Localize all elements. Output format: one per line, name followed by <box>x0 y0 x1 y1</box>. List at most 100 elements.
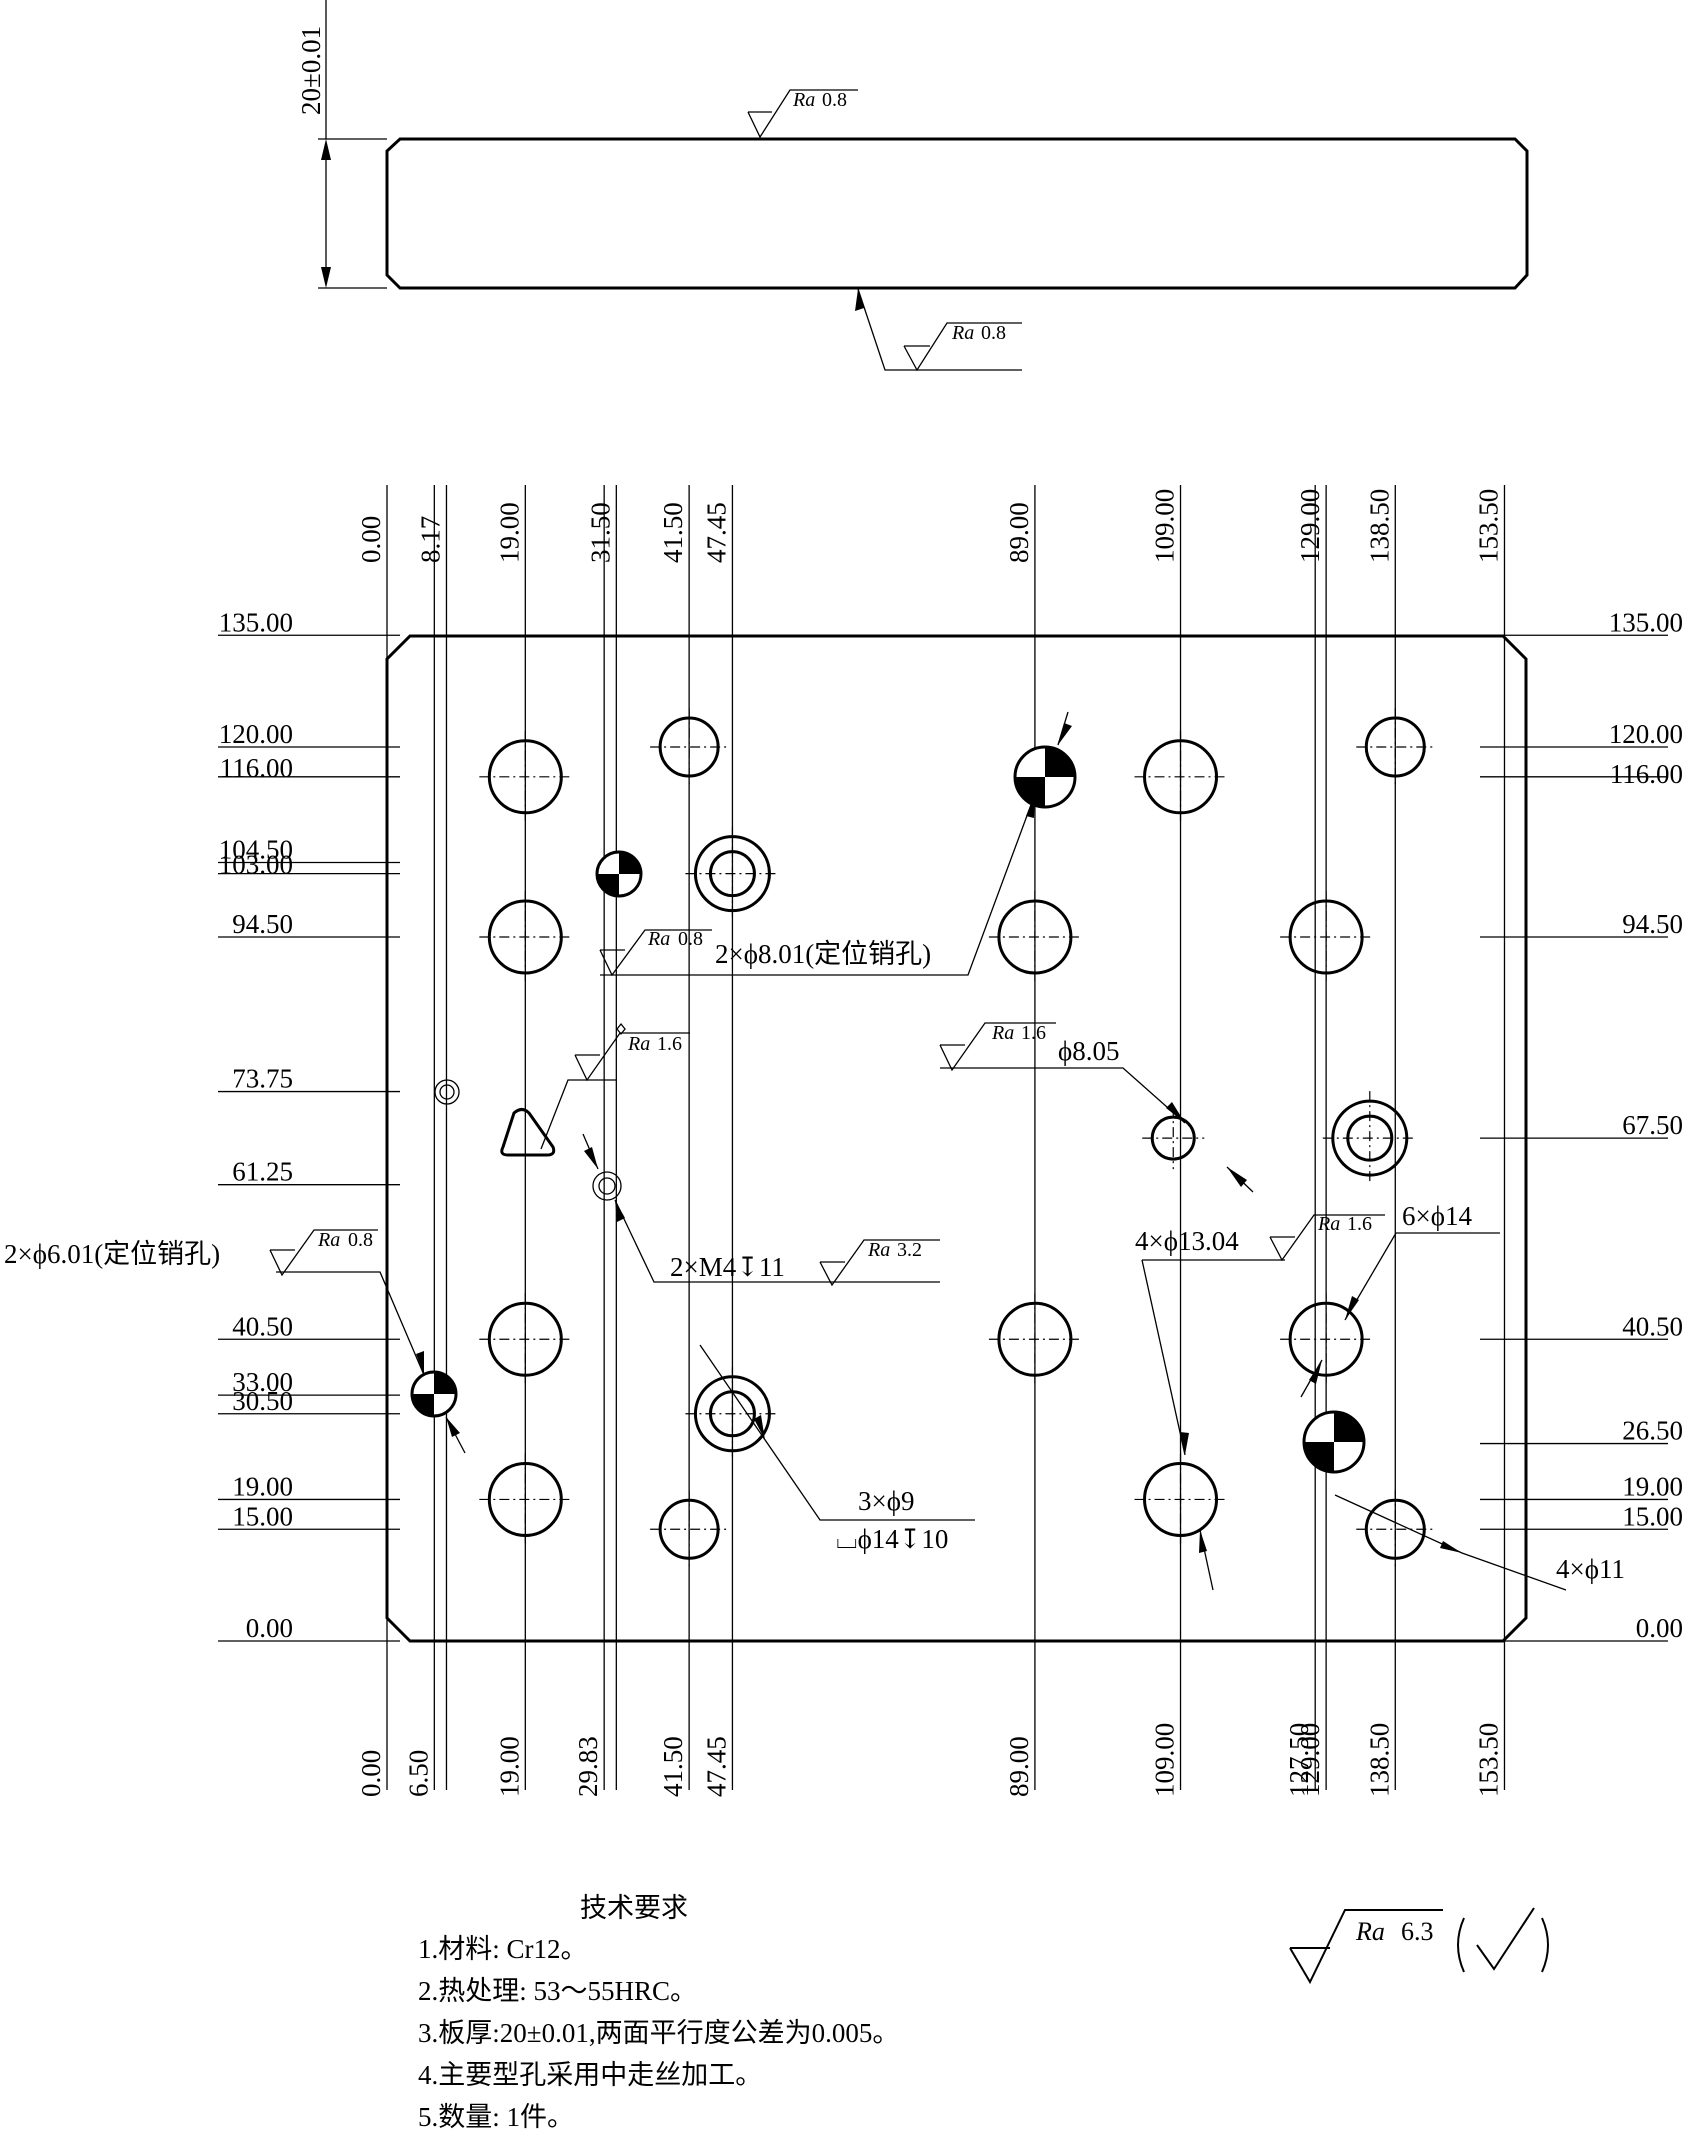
x-coordinate-label: 129.00 <box>1295 489 1325 563</box>
ra-pin8: Ra 0.8 <box>599 928 712 977</box>
hole <box>1280 890 1373 983</box>
x-coordinate-label: 6.50 <box>403 1750 433 1797</box>
y-extension-lines <box>218 634 1668 1642</box>
x-extension-lines <box>386 485 1506 1790</box>
svg-text:1.6: 1.6 <box>1021 1022 1046 1044</box>
leader-lines <box>276 711 1567 1591</box>
requirement-item: 2.热处理: 53～55HRC。 <box>418 1976 697 2006</box>
hole <box>1134 1453 1227 1546</box>
label-holes-11: 4×ϕ11 <box>1556 1554 1625 1584</box>
x-coordinate-label: 29.83 <box>573 1736 603 1797</box>
requirement-item: 5.数量: 1件。 <box>418 2102 574 2132</box>
y-coordinate-label: 120.00 <box>1609 719 1683 749</box>
svg-text:0.8: 0.8 <box>678 928 703 950</box>
x-coordinate-label: 47.45 <box>701 502 731 563</box>
y-coordinate-label: 67.50 <box>1622 1110 1683 1140</box>
default-roughness-symbol: Ra 6.3 <box>1289 1907 1549 1985</box>
svg-text:Ra: Ra <box>1355 1917 1385 1946</box>
hole <box>1322 1091 1417 1186</box>
label-holes-13: 4×ϕ13.04 <box>1135 1226 1239 1256</box>
label-tapped: 2×M4↧11 <box>670 1252 785 1282</box>
x-coordinate-label: 31.50 <box>585 502 615 563</box>
hole <box>988 1293 1081 1386</box>
x-coordinate-label: 89.00 <box>1004 1736 1034 1797</box>
y-coordinate-label: 19.00 <box>1622 1471 1683 1501</box>
x-coordinate-label: 41.50 <box>658 502 688 563</box>
x-coordinate-label: 109.00 <box>1150 489 1180 563</box>
hole <box>1280 1293 1373 1386</box>
x-coordinate-label: 138.50 <box>1364 489 1394 563</box>
ra-triangle: Ra 1.6 <box>574 1022 690 1082</box>
x-coordinate-label: 109.00 <box>1150 1723 1180 1797</box>
x-coordinate-label: 127.50 <box>1284 1723 1314 1797</box>
x-coordinate-label: 8.17 <box>415 516 445 563</box>
x-coordinate-label: 19.00 <box>494 1736 524 1797</box>
hole <box>479 1453 572 1546</box>
requirement-item: 4.主要型孔采用中走丝加工。 <box>418 2060 762 2090</box>
hole <box>1134 730 1227 823</box>
x-coordinate-label: 153.50 <box>1473 489 1503 563</box>
side-view: 20±0.01 Ra 0.8 Ra 0.8 <box>296 0 1529 372</box>
hole <box>479 1293 572 1386</box>
y-coordinate-label: 40.50 <box>232 1311 293 1341</box>
pin-mark-8-upper <box>1013 745 1077 809</box>
y-coordinate-label: 120.00 <box>219 719 293 749</box>
x-coordinate-label: 47.45 <box>701 1736 731 1797</box>
x-coordinate-label: 89.00 <box>1004 502 1034 563</box>
y-coordinate-label: 116.00 <box>220 753 293 783</box>
svg-text:Ra: Ra <box>627 1033 650 1055</box>
technical-requirements: 技术要求 1.材料: Cr12。 2.热处理: 53～55HRC。 3.板厚:2… <box>418 1893 899 2132</box>
hole <box>1142 1107 1205 1170</box>
y-coordinate-label: 19.00 <box>232 1471 293 1501</box>
y-coordinate-label: 104.50 <box>219 834 293 864</box>
svg-text:0.8: 0.8 <box>981 322 1006 344</box>
svg-text:0.8: 0.8 <box>822 89 847 111</box>
hole <box>988 890 1081 983</box>
svg-text:Ra: Ra <box>867 1239 890 1261</box>
hole <box>1356 1490 1435 1569</box>
pin-mark-6-left <box>410 1370 458 1418</box>
y-coordinate-label: 135.00 <box>219 607 293 637</box>
y-coordinate-label: 135.00 <box>1609 607 1683 637</box>
ra-pin6: Ra 0.8 <box>269 1229 378 1277</box>
y-coordinate-label: 40.50 <box>1622 1311 1683 1341</box>
plan-view: 0.00 8.17 19.00 31.50 41.50 47.45 89.00 109.00 1… <box>4 485 1683 1797</box>
x-coordinate-label: 0.00 <box>356 516 386 563</box>
svg-text:0.8: 0.8 <box>348 1229 373 1251</box>
svg-text:Ra: Ra <box>1317 1213 1340 1235</box>
y-coordinate-label: 33.00 <box>232 1367 293 1397</box>
requirement-item: 3.板厚:20±0.01,两面平行度公差为0.005。 <box>418 2018 899 2048</box>
y-coordinate-label: 0.00 <box>1636 1613 1683 1643</box>
svg-text:Ra: Ra <box>991 1022 1014 1044</box>
small-hole-73-75 <box>434 1079 460 1105</box>
svg-text:1.6: 1.6 <box>1347 1213 1372 1235</box>
side-view-outline <box>385 137 1529 290</box>
y-coordinate-label: 94.50 <box>1622 909 1683 939</box>
y-coordinate-labels-right: 135.00120.00116.0094.5067.5040.5026.5019… <box>1609 607 1683 1643</box>
y-coordinate-label: 94.50 <box>232 909 293 939</box>
x-coordinate-label: 129.00 <box>1295 1723 1325 1797</box>
label-holes-14: 6×ϕ14 <box>1402 1201 1472 1231</box>
hole <box>650 1490 729 1569</box>
triangle-cavity <box>500 1108 556 1157</box>
svg-text:6.3: 6.3 <box>1401 1917 1434 1946</box>
svg-text:Ra: Ra <box>951 322 974 344</box>
hole <box>685 826 780 921</box>
hole <box>650 708 729 786</box>
label-counterbore-2: ⌴ϕ14↧10 <box>836 1524 948 1554</box>
thickness-label: 20±0.01 <box>296 26 326 115</box>
y-coordinate-label: 73.75 <box>232 1064 293 1094</box>
requirement-item: 1.材料: Cr12。 <box>418 1934 588 1964</box>
y-coordinate-label: 61.25 <box>232 1157 293 1187</box>
svg-text:Ra: Ra <box>317 1229 340 1251</box>
svg-text:Ra: Ra <box>792 89 815 111</box>
y-coordinate-label: 30.50 <box>232 1386 293 1416</box>
y-coordinate-label: 103.00 <box>219 850 293 880</box>
y-coordinate-label: 0.00 <box>246 1613 293 1643</box>
tapped-hole-m4 <box>592 1171 622 1201</box>
ra-hole-8-05: Ra 1.6 <box>939 1022 1056 1072</box>
